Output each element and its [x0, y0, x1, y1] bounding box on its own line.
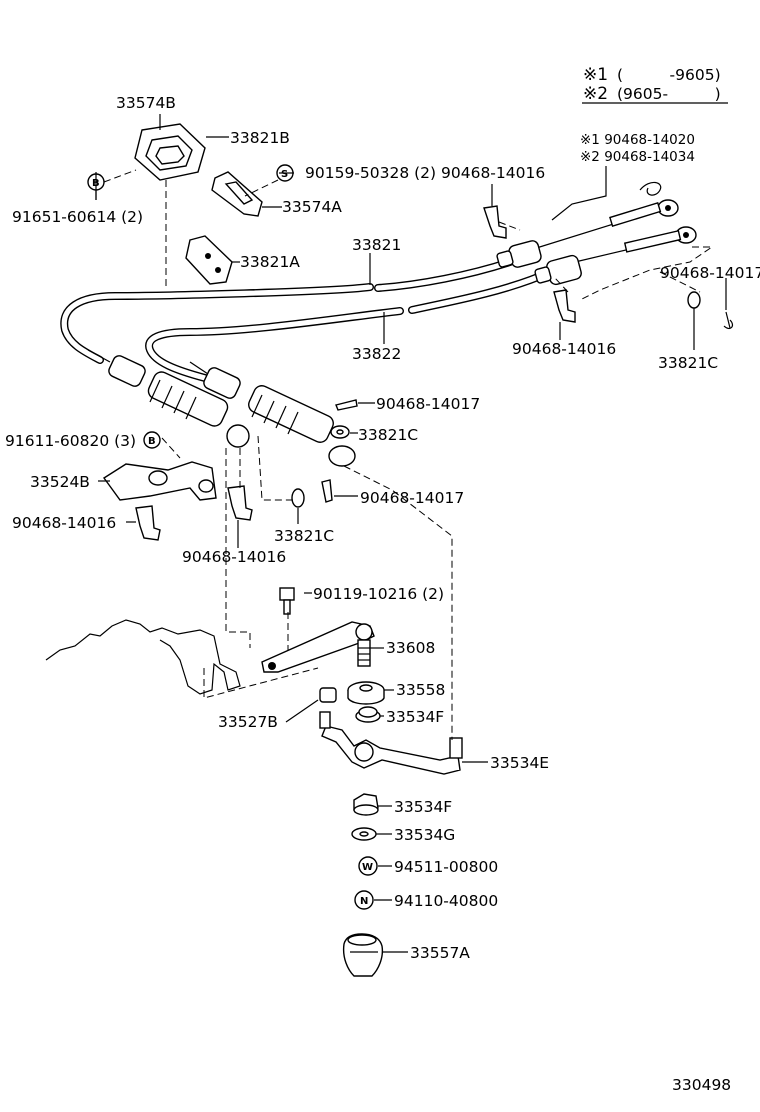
label-33557A: 33557A — [410, 944, 470, 962]
part-33574A-clip — [211, 171, 263, 217]
cable-end-right-upper — [496, 199, 679, 268]
label-90159: 90159-50328 (2) — [305, 164, 436, 182]
clip-90468-14016-mid — [553, 289, 576, 323]
label-33822: 33822 — [352, 345, 401, 363]
part-33527B-bushing — [319, 687, 337, 703]
label-33821C-mid: 33821C — [358, 426, 418, 444]
clip-90468-14016-top — [483, 205, 507, 239]
legend-range-1: ( -9605) — [617, 66, 721, 84]
label-33534E: 33534E — [490, 754, 549, 772]
label-33534G: 33534G — [394, 826, 455, 844]
label-90468-14017-a: 90468-14017 — [376, 395, 480, 413]
pin-90468-14020 — [639, 181, 662, 196]
part-33557A-grommet — [342, 933, 384, 977]
pin-90468-14017-right — [723, 311, 734, 330]
label-33574A: 33574A — [282, 198, 342, 216]
label-33821B: 33821B — [230, 129, 290, 147]
cable-33821 — [60, 207, 666, 364]
leader-lines — [95, 114, 727, 953]
label-33608: 33608 — [386, 639, 435, 657]
nut-94110: N — [354, 890, 374, 910]
label-33527B: 33527B — [218, 713, 278, 731]
part-33534E-lever — [319, 711, 463, 775]
bolt-91611: B — [143, 431, 161, 449]
label-90468-14016-left: 90468-14016 — [12, 514, 116, 532]
washer-94511: W — [358, 856, 378, 876]
transmission-case-outline — [45, 619, 241, 695]
label-33821C-low: 33821C — [274, 527, 334, 545]
legend-range-2: (9605- ) — [617, 85, 721, 103]
washer-symbol: W — [362, 862, 373, 873]
label-33821C-right: 33821C — [658, 354, 718, 372]
pin-90468-14017-a — [335, 399, 358, 411]
clip-90468-14016-low — [227, 485, 253, 521]
label-33821: 33821 — [352, 236, 401, 254]
washer-33821C-mid — [330, 425, 350, 439]
label-91611: 91611-60820 (3) — [5, 432, 136, 450]
legend: ※1 ( -9605) ※2 (9605- ) — [582, 65, 728, 104]
part-33574B-retainer — [134, 123, 206, 181]
label-90468-14016-low: 90468-14016 — [182, 548, 286, 566]
label-90468-14017-right: 90468-14017 — [660, 264, 760, 282]
part-labels: 33574B 33821B 90159-50328 (2) 33574A 916… — [5, 94, 760, 1094]
label-94511: 94511-00800 — [394, 858, 498, 876]
label-94110: 94110-40800 — [394, 892, 498, 910]
part-33524B-bracket — [102, 461, 217, 501]
label-90468-14017-b: 90468-14017 — [360, 489, 464, 507]
part-33534F-nut-b — [353, 793, 379, 816]
label-33524B: 33524B — [30, 473, 90, 491]
part-33534G-washer — [351, 827, 377, 841]
cable-end-left-33821 — [87, 349, 250, 448]
clip-90468-14016-left — [135, 505, 161, 541]
label-33534F-a: 33534F — [386, 708, 444, 726]
label-90119: 90119-10216 (2) — [313, 585, 444, 603]
bolt-symbol-2: B — [148, 436, 156, 447]
label-33534F-b: 33534F — [394, 798, 452, 816]
legend-mark-2: ※2 — [583, 84, 608, 104]
bolt-90119 — [279, 587, 295, 615]
part-33821A-bracket — [185, 235, 233, 285]
label-90468-14016-top: 90468-14016 — [441, 164, 545, 182]
washer-33821C-right — [687, 291, 701, 309]
cable-end-left-33822 — [189, 361, 356, 467]
cable-end-right-lower — [534, 226, 697, 286]
label-90468-14016-mid: 90468-14016 — [512, 340, 616, 358]
label-33821A: 33821A — [240, 253, 300, 271]
legend-mark-1: ※1 — [583, 65, 608, 85]
figure-number: 330498 — [672, 1076, 731, 1094]
label-91651: 91651-60614 (2) — [12, 208, 143, 226]
note-90468-14034: ※2 90468-14034 — [580, 149, 695, 165]
nut-symbol: N — [360, 896, 368, 907]
washer-33821C-low — [291, 488, 305, 508]
label-33558: 33558 — [396, 681, 445, 699]
pin-90468-14017-b — [321, 479, 333, 503]
label-33574B: 33574B — [116, 94, 176, 112]
screw-symbol: S — [281, 169, 288, 180]
note-90468-14020: ※1 90468-14020 — [580, 132, 695, 148]
part-33608-lever — [261, 621, 375, 673]
part-33558-bushing — [347, 681, 385, 705]
part-33534F-nut-a — [355, 706, 381, 723]
